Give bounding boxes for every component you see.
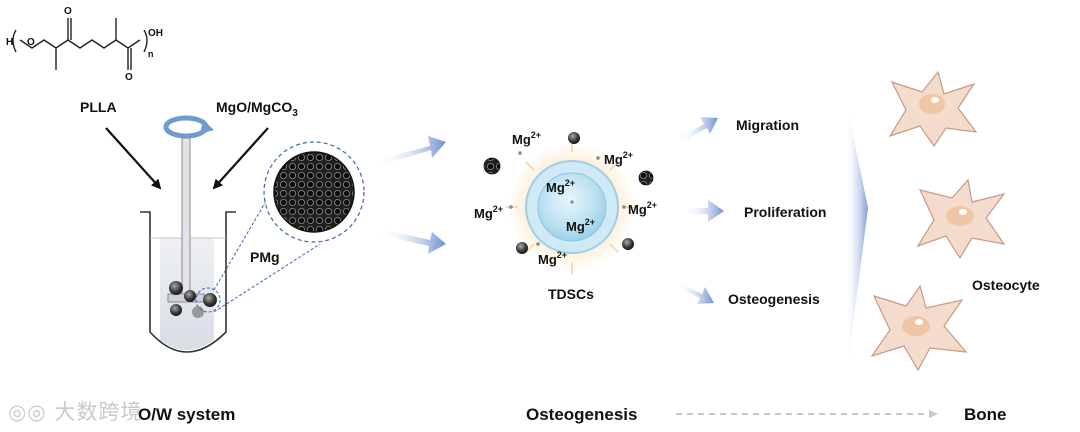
- mg-ion-labels: Mg2+ Mg2+ Mg2+ Mg2+ Mg2+ Mg2+ Mg2+: [474, 130, 657, 267]
- effect-arrow-migration: [678, 117, 718, 142]
- bone-label: Bone: [964, 405, 1007, 424]
- osteogenesis-process-label: Osteogenesis: [526, 405, 638, 424]
- plla-chemical-structure: [12, 18, 148, 70]
- microsphere-particle: [516, 242, 528, 254]
- effect-label-proliferation: Proliferation: [744, 204, 826, 220]
- ow-system-label: O/W system: [138, 405, 235, 424]
- porous-microsphere: [273, 151, 355, 233]
- chem-carbonyl-o-bottom: O: [125, 72, 133, 83]
- watermark-text: 大数跨境: [54, 400, 143, 424]
- chem-carbonyl-o-top: O: [64, 6, 72, 17]
- osteocyte-cell: [870, 284, 968, 372]
- plla-label: PLLA: [80, 99, 117, 115]
- microsphere-particle: [192, 306, 204, 318]
- big-transition-arrow: [846, 100, 868, 380]
- effect-arrow-proliferation: [684, 200, 724, 222]
- mg-input-arrow: [212, 127, 269, 190]
- mg-ion-label: Mg2+: [546, 178, 575, 195]
- microsphere-particle: [170, 304, 182, 316]
- osteocyte-cell: [888, 70, 978, 148]
- microsphere-particle: [169, 281, 183, 295]
- effect-label-osteogenesis: Osteogenesis: [728, 291, 820, 307]
- tdsc-nucleus: [537, 172, 607, 242]
- plla-input-arrow: [105, 127, 162, 190]
- pmg-label: PMg: [250, 249, 280, 265]
- chem-repeat-n: n: [148, 49, 154, 59]
- mg-ion-label: Mg2+: [566, 217, 595, 234]
- osteocyte-cell: [916, 178, 1006, 260]
- microsphere-particle: [638, 170, 654, 186]
- stirring-rotation-icon: [163, 115, 214, 139]
- mg-ion-label: Mg2+: [512, 130, 541, 147]
- transition-arrow-upper: [376, 136, 446, 166]
- microsphere-particle: [203, 293, 217, 307]
- mg-ion-label: Mg2+: [538, 250, 567, 267]
- tdscs-label: TDSCs: [548, 286, 594, 302]
- mg-compound-label: MgO/MgCO3: [216, 99, 298, 119]
- microsphere-particle: [568, 132, 580, 144]
- chem-o-atom: O: [27, 37, 35, 48]
- mg-ion-label: Mg2+: [474, 204, 503, 221]
- effect-arrow-osteogenesis: [676, 282, 714, 304]
- mg-ion-label: Mg2+: [628, 200, 657, 217]
- effect-label-migration: Migration: [736, 117, 799, 133]
- zoom-source-circle: [195, 287, 221, 313]
- chem-h-end: H: [6, 37, 13, 48]
- stir-rod: [181, 137, 191, 299]
- watermark-logo-icon: ◎◎: [8, 400, 47, 424]
- transition-arrow-lower: [376, 228, 446, 254]
- osteocyte-label: Osteocyte: [972, 277, 1040, 293]
- chem-oh-end: OH: [148, 28, 163, 39]
- ion-dots: [509, 151, 626, 246]
- microsphere-particle: [622, 238, 634, 250]
- mg-ion-label: Mg2+: [604, 150, 633, 167]
- microsphere-particle: [483, 157, 501, 175]
- watermark: ◎◎ 大数跨境: [8, 396, 142, 426]
- microsphere-particle: [184, 290, 196, 302]
- zoom-line-bottom: [213, 243, 321, 313]
